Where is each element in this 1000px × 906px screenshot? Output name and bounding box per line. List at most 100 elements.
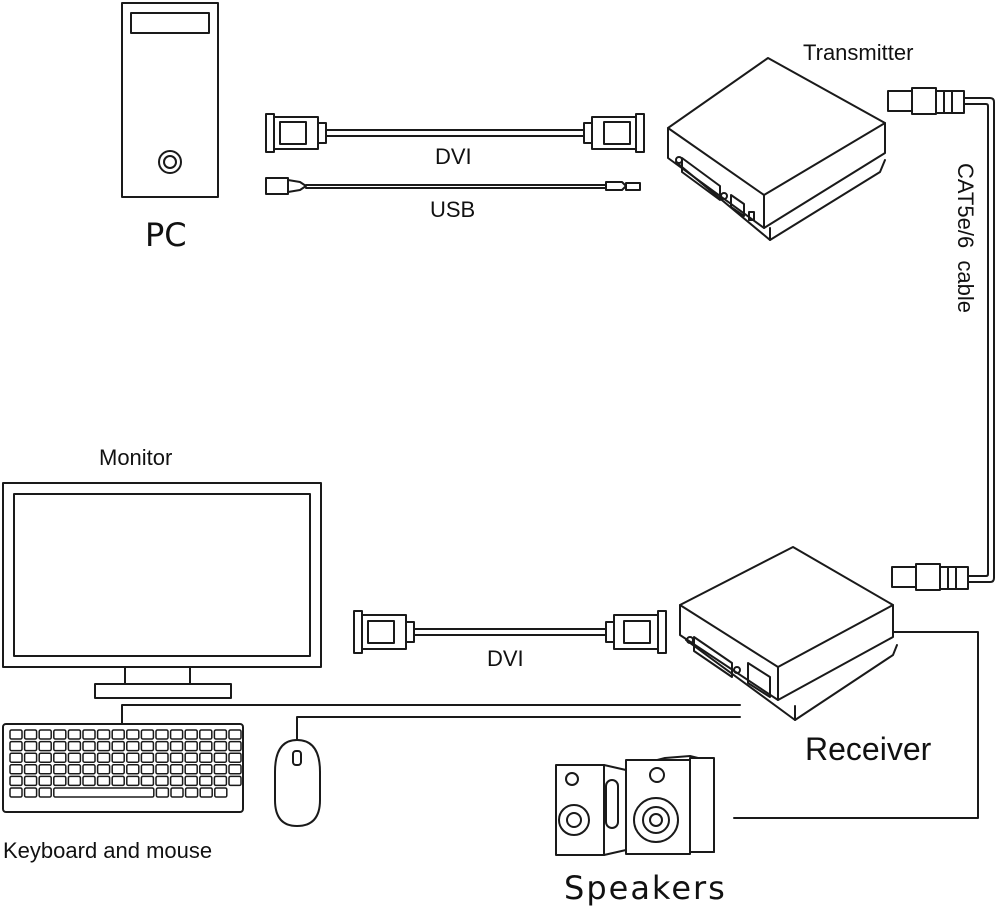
dvi-cable-bottom — [353, 610, 667, 654]
keyboard-key — [228, 740, 242, 752]
keyboard-key — [184, 764, 198, 775]
keyboard-key — [53, 775, 67, 787]
dvi-cable-top — [265, 113, 645, 153]
keyboard-key — [126, 775, 140, 787]
usb-label: USB — [430, 197, 475, 222]
keyboard-key — [169, 764, 184, 775]
keyboard-key — [170, 787, 184, 798]
keyboard-key — [155, 764, 169, 775]
keyboard-key — [155, 787, 170, 798]
keyboard-key — [38, 729, 52, 740]
keyboard-key — [23, 729, 38, 740]
keyboard-key — [213, 752, 228, 763]
keyboard-key — [199, 729, 213, 740]
keyboard-key — [111, 729, 125, 740]
keyboard-key — [126, 752, 140, 763]
keyboard-key — [38, 752, 52, 763]
keyboard-key — [96, 729, 111, 740]
keyboard-key — [214, 787, 228, 798]
dvi-bottom-label: DVI — [487, 646, 524, 671]
keyboard-key — [184, 752, 198, 763]
mouse — [274, 739, 321, 827]
keyboard-key — [96, 775, 111, 787]
keyboard-key — [23, 740, 38, 752]
keyboard-keys — [9, 729, 242, 798]
keyboard-key — [96, 740, 111, 752]
keyboard-key — [140, 740, 155, 752]
spacebar-key — [53, 787, 155, 798]
keyboard-key — [169, 740, 184, 752]
keyboard-key — [111, 752, 125, 763]
keyboard-key — [96, 752, 111, 763]
keyboard-key — [9, 740, 23, 752]
keyboard-key — [169, 752, 184, 763]
keyboard-key — [140, 764, 155, 775]
rj45-plug-bottom — [891, 563, 969, 591]
keyboard-key — [67, 729, 82, 740]
keyboard-key — [82, 775, 96, 787]
keyboard-key — [155, 775, 169, 787]
speakers — [555, 755, 715, 856]
receiver-label: Receiver — [805, 731, 932, 767]
keyboard-key — [126, 740, 140, 752]
keyboard-key — [38, 787, 52, 798]
keyboard-key — [53, 729, 67, 740]
keyboard-key — [9, 729, 23, 740]
keyboard-mouse-label: Keyboard and mouse — [3, 838, 212, 863]
speakers-label: Speakers — [564, 869, 727, 906]
keyboard-key — [228, 752, 242, 763]
keyboard-key — [199, 752, 213, 763]
mouse-cable — [296, 716, 741, 741]
keyboard-key — [155, 729, 169, 740]
monitor — [2, 482, 322, 699]
keyboard-key — [23, 752, 38, 763]
monitor-label: Monitor — [99, 445, 172, 470]
keyboard-key — [82, 729, 96, 740]
keyboard-key — [169, 729, 184, 740]
keyboard-key — [111, 775, 125, 787]
keyboard-key — [9, 775, 23, 787]
transmitter-unit — [667, 57, 886, 241]
keyboard-key — [53, 740, 67, 752]
keyboard-key — [199, 740, 213, 752]
keyboard-key — [38, 740, 52, 752]
usb-cable — [265, 177, 641, 195]
keyboard-key — [23, 764, 38, 775]
keyboard-key — [67, 764, 82, 775]
cat5-cable — [963, 97, 995, 583]
keyboard-key — [53, 752, 67, 763]
keyboard-key — [82, 752, 96, 763]
keyboard-key — [140, 729, 155, 740]
keyboard-cable — [121, 704, 741, 725]
keyboard-key — [67, 775, 82, 787]
keyboard-key — [155, 752, 169, 763]
keyboard-key — [213, 775, 228, 787]
transmitter-label: Transmitter — [803, 40, 913, 65]
keyboard-key — [199, 787, 213, 798]
keyboard-key — [228, 775, 242, 787]
keyboard-key — [67, 752, 82, 763]
keyboard-key — [184, 775, 198, 787]
keyboard-key — [96, 764, 111, 775]
dvi-top-label: DVI — [435, 144, 472, 169]
keyboard-key — [213, 740, 228, 752]
keyboard-key — [82, 764, 96, 775]
keyboard-key — [228, 729, 242, 740]
keyboard-key — [228, 764, 242, 775]
pc-label: PC — [145, 216, 187, 254]
keyboard-key — [155, 740, 169, 752]
keyboard-key — [67, 740, 82, 752]
keyboard-key — [111, 740, 125, 752]
keyboard-key — [9, 752, 23, 763]
keyboard-key — [184, 787, 199, 798]
rj45-plug-top — [887, 87, 965, 115]
keyboard-key — [53, 764, 67, 775]
keyboard-key — [111, 764, 125, 775]
keyboard-key — [140, 775, 155, 787]
keyboard-key — [184, 729, 198, 740]
keyboard-key — [199, 764, 213, 775]
keyboard-key — [169, 775, 184, 787]
keyboard-key — [184, 740, 198, 752]
keyboard — [2, 723, 244, 813]
